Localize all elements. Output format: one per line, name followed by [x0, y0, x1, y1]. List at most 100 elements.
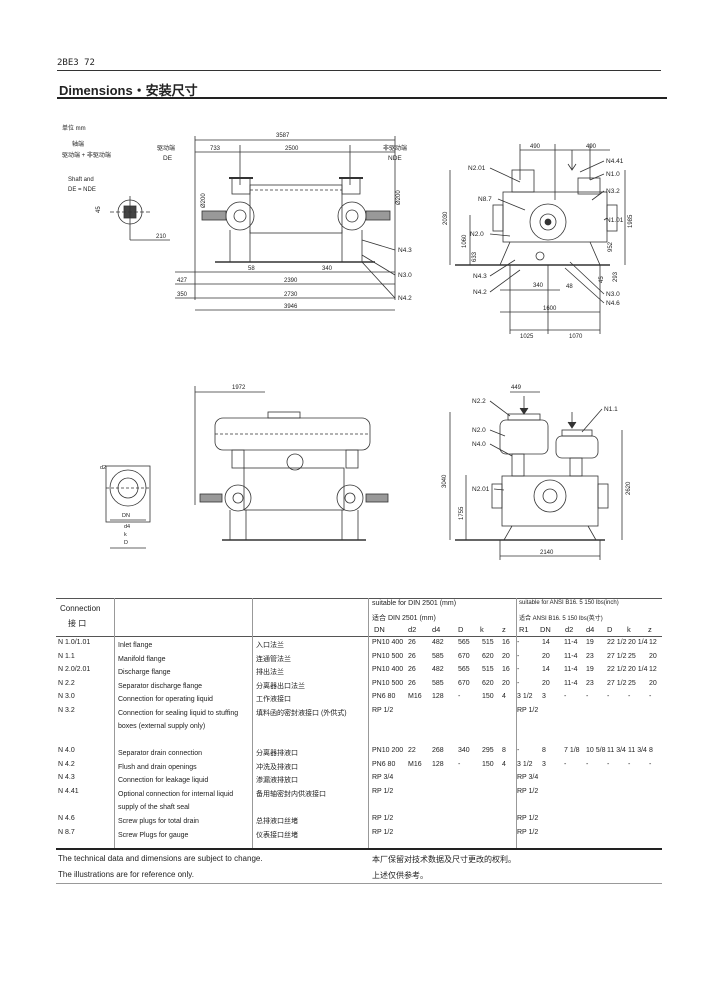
col-ansi-r1: R1: [519, 625, 529, 634]
connection-id: N 3.2: [58, 707, 75, 714]
din-cell: 565: [458, 666, 470, 673]
dim-2620: 2620: [626, 481, 632, 495]
col-din-dn: DN: [374, 625, 385, 634]
dim-2390: 2390: [284, 278, 298, 284]
din-cell: -: [458, 693, 461, 700]
label-n32: N3.2: [606, 188, 620, 195]
ansi-cell: -: [628, 693, 631, 700]
ansi-cell: -: [564, 693, 567, 700]
col-din-z: z: [502, 625, 506, 634]
connection-desc-cn: 分离器出口法兰: [256, 683, 305, 690]
footer-note-en-2: The illustrations are for reference only…: [58, 870, 194, 879]
din-cell: 670: [458, 653, 470, 660]
dim-200-left: Ø200: [201, 193, 207, 208]
connection-desc-cn: 总排液口丝堵: [256, 818, 298, 825]
separator-end-drawing: 449 3040 1755 2620 2140 N2.2 N2.0 N4.0 N…: [442, 385, 632, 560]
footer-note-en-1: The technical data and dimensions are su…: [58, 854, 263, 863]
header-connection-cn: 接 口: [68, 619, 87, 628]
ansi-cell: RP 1/2: [517, 815, 539, 822]
ansi-cell: RP 1/2: [517, 707, 539, 714]
dim-490-right: 490: [586, 144, 597, 150]
ansi-cell: -: [517, 680, 520, 687]
ansi-cell: 11 3/4: [628, 747, 647, 754]
ansi-cell: -: [649, 761, 652, 768]
ansi-cell: 19: [586, 639, 594, 646]
ansi-cell: 3: [542, 761, 546, 768]
din-cell: 150: [482, 693, 494, 700]
label-n46: N4.6: [606, 300, 620, 307]
col-ansi-k: k: [627, 625, 631, 634]
dim-200-right: Ø200: [396, 190, 402, 205]
label-n101: N1.01: [606, 217, 624, 224]
ansi-cell: -: [586, 693, 589, 700]
ansi-cell: 23: [586, 680, 594, 687]
connection-desc: Screw Plugs for gauge: [118, 832, 189, 839]
din-cell: 670: [458, 680, 470, 687]
connection-desc-cn: 分离器排液口: [256, 750, 298, 757]
din-cell: 16: [502, 666, 510, 673]
label-n43-end: N4.3: [473, 273, 487, 280]
ansi-cell: 12: [649, 666, 657, 673]
ansi-cell: -: [517, 747, 520, 754]
din-cell: 620: [482, 680, 494, 687]
dim-1025: 1025: [520, 334, 534, 340]
ansi-cell: 11-4: [564, 653, 578, 660]
flange-k: k: [124, 532, 127, 538]
dim-2500: 2500: [285, 146, 299, 152]
header-din: suitable for DIN 2501 (mm): [372, 600, 457, 607]
connection-desc: Discharge flange: [118, 669, 171, 676]
side-view-drawing: 单位 mm 轴端 驱动端 + 非驱动端 Shaft and DE = NDE 2…: [62, 124, 412, 311]
header-ansi-cn: 适合 ANSI B16. 5 150 lbs(英寸): [519, 616, 603, 622]
ansi-cell: RP 1/2: [517, 829, 539, 836]
connection-desc-cn: 仪表接口丝堵: [256, 832, 298, 839]
connection-desc: Separator discharge flange: [118, 683, 203, 690]
label-n30-end: N3.0: [606, 291, 620, 298]
dim-210: 210: [156, 234, 167, 240]
din-cell: RP 1/2: [372, 829, 394, 836]
din-cell: 515: [482, 639, 494, 646]
ansi-cell: -: [517, 639, 520, 646]
din-cell: 20: [502, 680, 510, 687]
connection-id: N 4.0: [58, 747, 75, 754]
flange-D: D: [124, 540, 128, 546]
header-rule-bottom: [57, 97, 667, 99]
header-connection: Connection: [60, 604, 101, 613]
connection-id: N 1.0/1.01: [58, 639, 91, 646]
connection-desc: Separator drain connection: [118, 750, 203, 757]
connection-desc: Flush and drain openings: [118, 764, 197, 771]
din-cell: 482: [432, 666, 444, 673]
unit-label: 单位 mm: [62, 124, 86, 132]
dim-58: 58: [248, 266, 255, 272]
label-n42: N4.2: [398, 295, 412, 302]
label-n20: N2.0: [470, 231, 484, 238]
connection-desc-cn: 备用轴密封内供液接口: [256, 791, 326, 798]
din-cell: M16: [408, 761, 422, 768]
din-cell: 128: [432, 761, 444, 768]
dim-350: 350: [177, 292, 188, 298]
din-cell: PN10 500: [372, 653, 404, 660]
dim-1755: 1755: [459, 506, 465, 520]
col-ansi-d2: d2: [565, 625, 574, 634]
din-cell: RP 3/4: [372, 774, 394, 781]
col-ansi-z: z: [648, 625, 652, 634]
dim-340: 340: [322, 266, 333, 272]
din-cell: PN10 200: [372, 747, 404, 754]
dim-48: 48: [566, 284, 573, 290]
label-n201-sep: N2.01: [472, 486, 490, 493]
ansi-cell: 8: [649, 747, 653, 754]
ansi-cell: 10 5/8: [586, 747, 606, 754]
ansi-cell: -: [517, 653, 520, 660]
col-din-k: k: [480, 625, 484, 634]
din-cell: 26: [408, 653, 416, 660]
flange-dn: DN: [122, 513, 130, 519]
ansi-cell: 20 1/4: [628, 666, 648, 673]
connection-desc: Manifold flange: [118, 656, 166, 663]
dim-293: 293: [613, 271, 619, 282]
din-cell: M16: [408, 693, 422, 700]
col-din-d4: d4: [432, 625, 441, 634]
ansi-cell: 27 1/2: [607, 680, 627, 687]
ansi-cell: 11 3/4: [607, 747, 626, 754]
connection-desc: Optional connection for internal liquid …: [118, 791, 234, 811]
dim-449: 449: [511, 385, 522, 391]
connection-id: N 4.2: [58, 761, 75, 768]
